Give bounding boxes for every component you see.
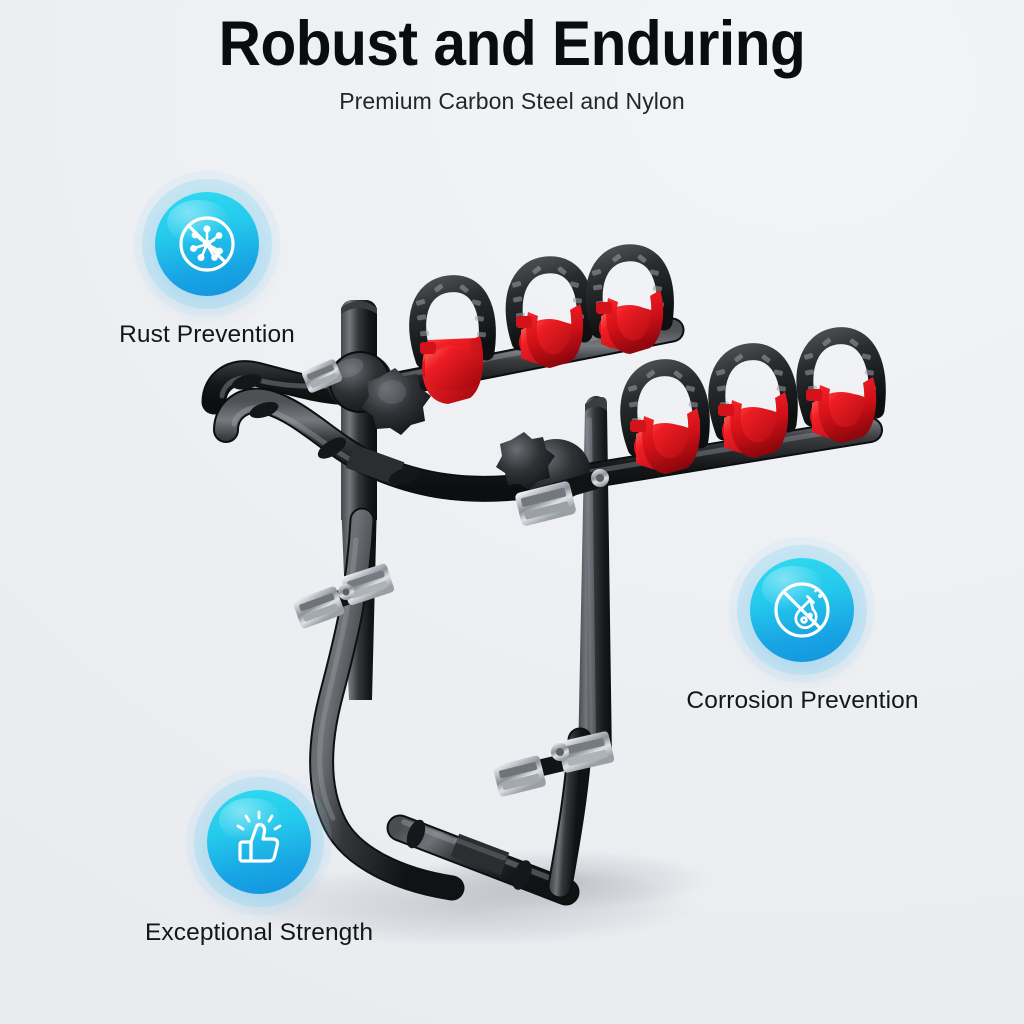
rust-prevention-badge: [155, 192, 259, 296]
cradle-upper-3: [585, 244, 674, 354]
feature-label-corrosion: Corrosion Prevention: [686, 687, 919, 714]
feature-label-strength: Exceptional Strength: [144, 919, 374, 946]
bottom-bar-collars: [406, 819, 532, 890]
corrosion-prevention-badge: [750, 558, 854, 662]
ladder-strap: [409, 275, 496, 369]
lower-arm: [213, 387, 883, 502]
feature-rust-prevention: Rust Prevention: [119, 192, 295, 348]
cradle-lower-3: [796, 327, 886, 443]
cradle-upper-1: [409, 275, 496, 404]
feature-exceptional-strength: Exceptional Strength: [145, 790, 373, 946]
thumbs-up-icon: [236, 810, 282, 863]
cradle-upper-2: [505, 256, 594, 368]
rear-pivot-knob: [327, 351, 431, 435]
upper-strap-buckle-left: [293, 563, 395, 629]
exceptional-strength-badge: [207, 790, 311, 894]
rear-strap-tab: [302, 359, 342, 393]
page-subtitle: Premium Carbon Steel and Nylon: [339, 88, 685, 114]
front-pivot-buckle: [496, 432, 609, 526]
lower-strap-buckle: [493, 731, 615, 797]
feature-corrosion-prevention: Corrosion Prevention: [686, 558, 918, 714]
page-title: Robust and Enduring: [218, 9, 806, 79]
cradle-lower-2: [708, 343, 798, 458]
no-rust-icon: [179, 216, 235, 272]
cradle-lower-1: [620, 359, 710, 474]
no-corrosion-flask-icon: [774, 582, 830, 638]
feature-label-rust: Rust Prevention: [119, 321, 295, 348]
